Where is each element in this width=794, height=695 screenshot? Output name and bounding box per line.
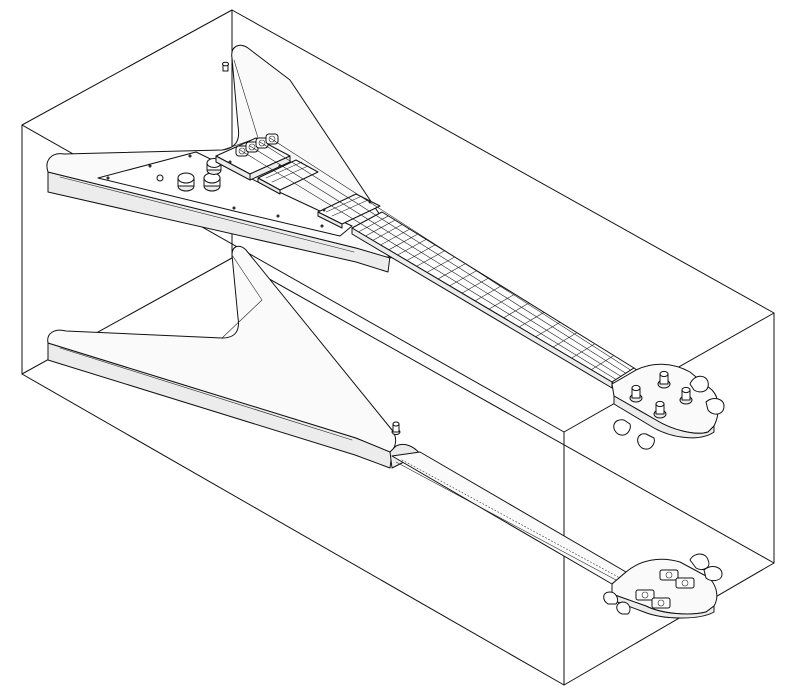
lower-neck-center-line xyxy=(395,461,617,581)
box-back-bottom-edge xyxy=(231,257,775,564)
neck-pickup xyxy=(317,193,381,229)
fret xyxy=(416,250,445,267)
fret xyxy=(535,321,561,338)
tuning-post-4 xyxy=(653,400,667,419)
pickguard-screws xyxy=(106,154,324,228)
fret xyxy=(358,215,389,233)
tone-knob xyxy=(203,172,221,192)
fret xyxy=(388,233,418,251)
control-knobs xyxy=(156,158,222,192)
lower-neck xyxy=(391,451,627,585)
lower-bass-back-view xyxy=(47,245,723,619)
fret xyxy=(372,224,403,241)
tuning-posts xyxy=(629,370,693,419)
fret xyxy=(590,355,615,370)
upper-headstock-side xyxy=(613,395,715,439)
lower-headstock-side xyxy=(611,593,715,619)
upper-tuner-keys xyxy=(613,375,725,450)
upper-bass-front-view xyxy=(46,44,725,450)
fret xyxy=(365,219,396,237)
lower-neck-fret-edge xyxy=(401,459,621,579)
string xyxy=(239,149,618,381)
lower-body xyxy=(47,245,397,453)
lower-tuner-machines xyxy=(635,569,695,609)
fret xyxy=(503,302,530,319)
fret xyxy=(488,293,516,310)
fret xyxy=(552,332,578,348)
strings xyxy=(239,137,633,381)
fret xyxy=(571,343,596,359)
upper-body-bevel-line xyxy=(59,176,355,253)
box-front-bottom-edge xyxy=(21,373,565,686)
lower-body-bevel-line xyxy=(59,347,353,441)
tuning-post-2 xyxy=(679,386,693,405)
upper-strap-button xyxy=(222,61,229,72)
volume-knob xyxy=(177,172,195,192)
box-right-bottom-edge xyxy=(563,562,775,686)
lower-tuner-keys xyxy=(603,553,723,615)
lower-body-notch-edge xyxy=(221,254,263,339)
fret xyxy=(474,285,502,302)
tuning-post-1 xyxy=(657,370,671,389)
fingerboard-edge xyxy=(351,227,613,389)
output-jack xyxy=(156,174,164,182)
fret xyxy=(406,244,436,261)
pickguard xyxy=(97,151,353,237)
string xyxy=(269,137,633,372)
string xyxy=(259,141,628,375)
fret xyxy=(397,239,427,256)
lower-strap-button xyxy=(391,421,401,435)
box-left-top-edge xyxy=(21,9,233,126)
fret xyxy=(380,228,411,246)
fret xyxy=(518,312,545,328)
tuning-post-3 xyxy=(629,384,643,403)
string xyxy=(249,145,623,378)
